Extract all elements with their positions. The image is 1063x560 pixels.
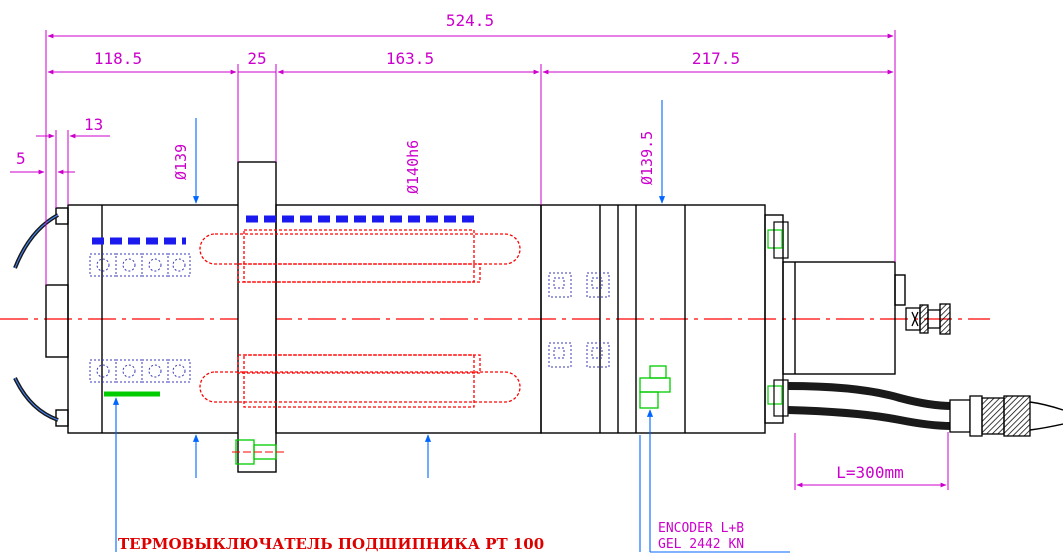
dim-front-section: 118.5 [94, 49, 142, 68]
rear-fittings [767, 229, 783, 405]
stator-winding-bottom [199, 354, 521, 408]
diameter-flange-fit: Ø140h6 [404, 140, 422, 194]
dim-cable-length: L=300mm [836, 463, 903, 482]
encoder-label-line1: ENCODER L+B [658, 521, 744, 536]
front-cable-bottom [13, 377, 59, 422]
dim-overall-length: 524.5 [446, 11, 494, 30]
dim-offset-5: 5 [16, 149, 26, 168]
encoder-sensor [639, 365, 671, 409]
rear-bearings [548, 272, 610, 368]
dim-flange-thickness: 25 [247, 49, 266, 68]
rear-connector [905, 303, 951, 335]
dim-body-section: 163.5 [386, 49, 434, 68]
dim-offset-13: 13 [84, 115, 103, 134]
front-bearings-bottom [89, 359, 191, 383]
encoder-housing [782, 261, 896, 375]
diameter-front: Ø139 [172, 144, 190, 180]
spindle-body [67, 161, 906, 473]
stator-winding-top [199, 229, 521, 283]
dim-rear-section: 217.5 [692, 49, 740, 68]
encoder-label-line2: GEL 2442 KN [658, 537, 744, 552]
spindle-nose [45, 207, 69, 427]
power-cable [787, 382, 953, 430]
front-cable-top [13, 213, 59, 269]
flange [237, 161, 277, 473]
power-connector [949, 395, 1063, 437]
thermal-switch-label: ТЕРМОВЫКЛЮЧАТЕЛЬ ПОДШИПНИКА PT 100 [118, 535, 544, 553]
diameter-rear: Ø139.5 [638, 131, 656, 185]
front-bearings-top [89, 253, 191, 277]
